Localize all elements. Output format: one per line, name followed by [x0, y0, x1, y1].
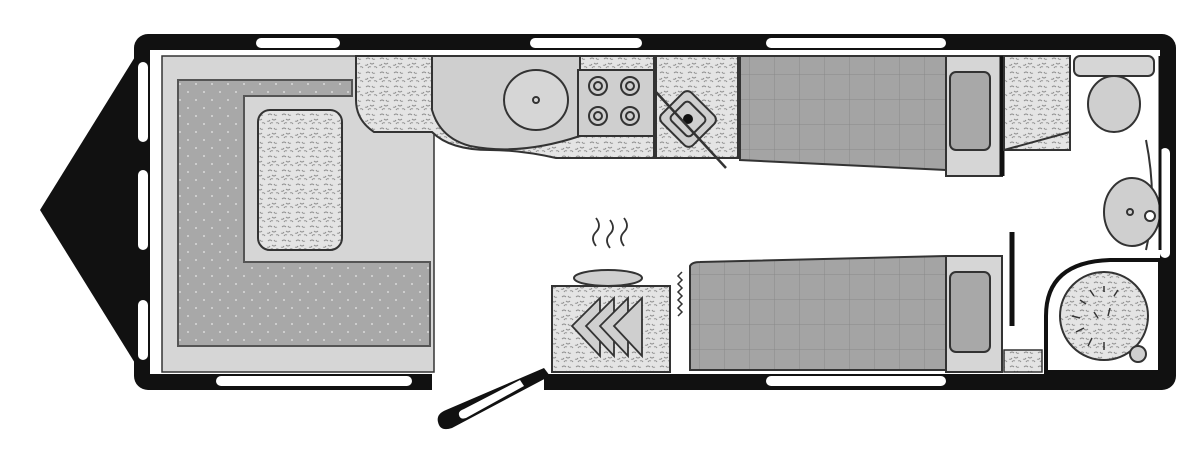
washroom-vanity: [1003, 55, 1071, 151]
entrance-door: [437, 368, 550, 430]
washroom-step: [1003, 349, 1043, 373]
four-burner-hob: [577, 69, 655, 137]
shower-head-area: [1059, 271, 1149, 361]
microwave-icon: [655, 90, 727, 169]
basin-tap: [1144, 210, 1156, 222]
lounge-table: [257, 109, 343, 251]
a-frame-hitch: [40, 52, 138, 368]
heater-vent-zigzag: [676, 271, 684, 317]
kitchen-sink: [503, 69, 569, 131]
shower-icon: [1071, 286, 1119, 350]
heater-top: [573, 269, 643, 287]
window-rear: [1160, 148, 1170, 258]
bed-upper-pillow: [949, 71, 991, 151]
window-front-2: [138, 170, 148, 250]
single-bed-lower: [689, 254, 955, 371]
single-bed-upper: [739, 55, 955, 172]
window-bottom-1: [216, 376, 412, 386]
sink-drain: [532, 96, 540, 104]
window-top-1: [256, 38, 340, 48]
l-shaped-lounge-seating: [177, 79, 431, 347]
window-top-2: [530, 38, 642, 48]
hob-burners: [588, 76, 640, 126]
washroom-cistern: [1073, 55, 1155, 77]
washroom-toilet: [1087, 75, 1141, 133]
bed-lower-pillow: [949, 271, 991, 353]
window-front-3: [138, 300, 148, 360]
basin-drain: [1126, 208, 1134, 216]
window-bottom-2: [766, 376, 946, 386]
heater-icon: [570, 217, 643, 359]
washroom-partition: [1003, 131, 1071, 151]
window-top-3: [766, 38, 946, 48]
window-front-1: [138, 62, 148, 142]
shower-drain: [1129, 345, 1147, 363]
